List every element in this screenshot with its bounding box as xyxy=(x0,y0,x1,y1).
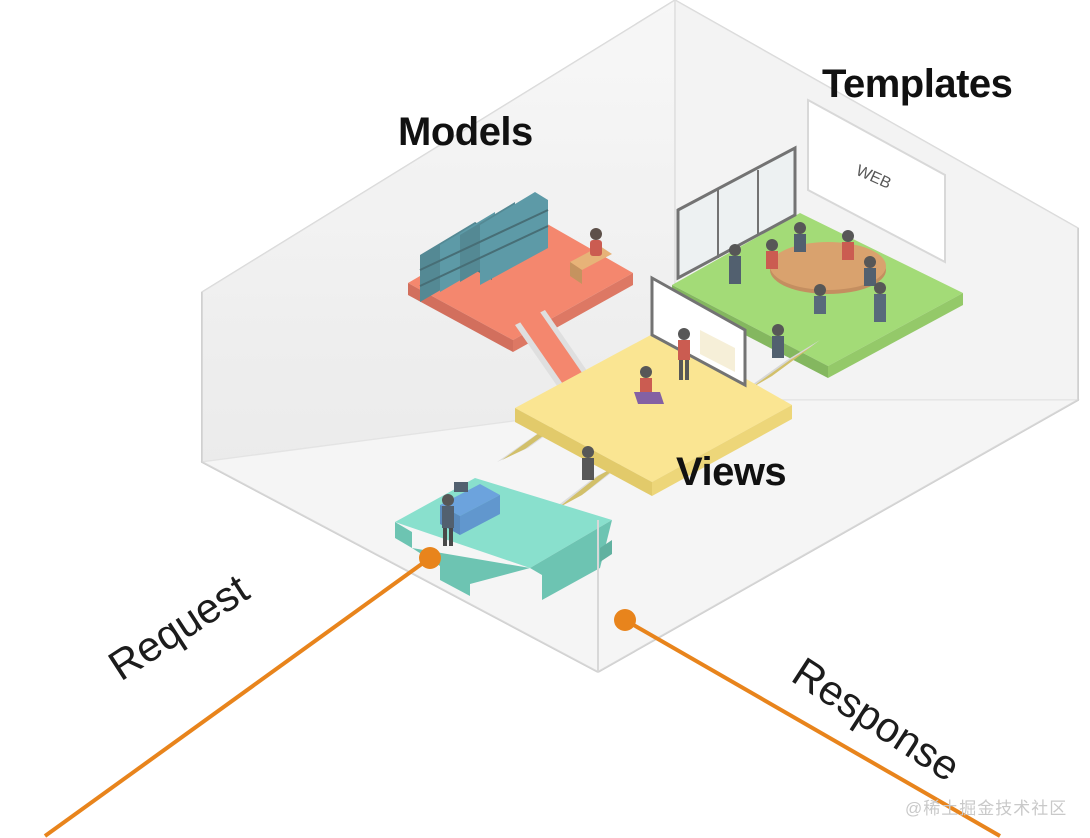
walking-person-icon xyxy=(772,324,784,358)
request-endpoint-icon xyxy=(419,547,441,569)
seated-person-icon xyxy=(634,366,664,404)
views-platform xyxy=(515,275,792,496)
templates-platform: WEB xyxy=(672,98,963,378)
guard-icon xyxy=(442,494,454,546)
views-label: Views xyxy=(676,450,787,494)
request-arrow xyxy=(43,547,441,838)
meeting-table-icon xyxy=(729,222,886,322)
visitor-icon xyxy=(582,446,594,480)
models-platform xyxy=(408,192,633,352)
response-arrow xyxy=(614,609,1001,838)
models-label: Models xyxy=(398,110,533,154)
glass-wall-icon xyxy=(676,145,797,281)
librarian-desk-icon xyxy=(570,228,612,284)
whiteboard-icon xyxy=(650,275,747,388)
web-screen-icon: WEB xyxy=(807,98,946,264)
watermark-text: @稀土掘金技术社区 xyxy=(905,799,1068,818)
building-front-edges xyxy=(201,0,1079,673)
bookshelf-icon xyxy=(419,192,549,302)
response-endpoint-icon xyxy=(614,609,636,631)
presenter-icon xyxy=(678,328,690,380)
templates-label: Templates xyxy=(822,62,1013,106)
entrance-platform xyxy=(395,446,612,600)
